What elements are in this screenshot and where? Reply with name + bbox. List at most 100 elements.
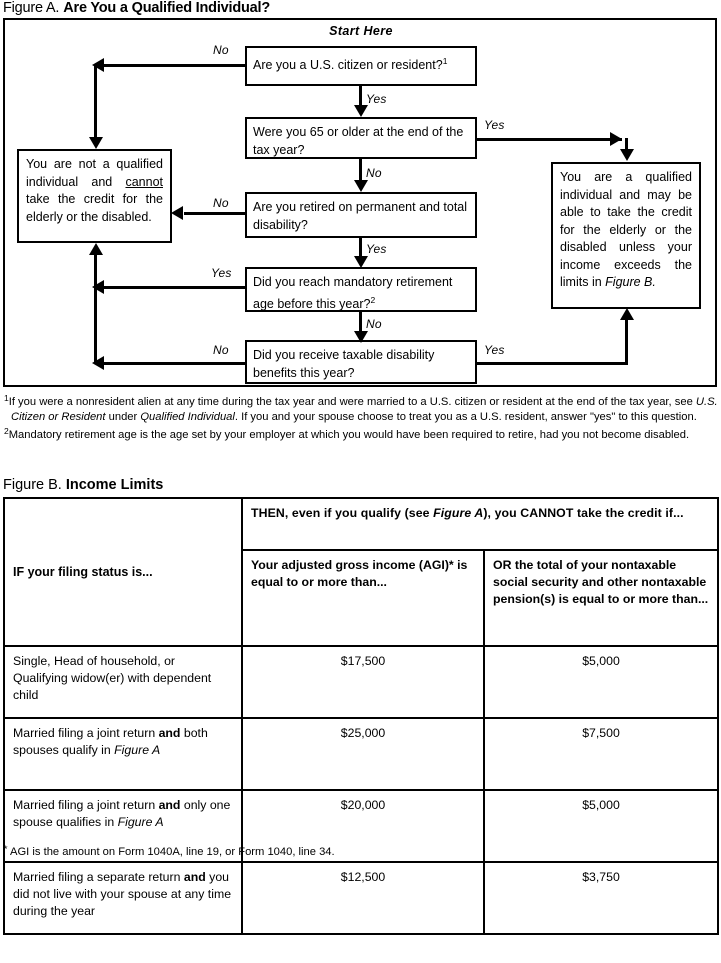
arrowhead-into-not-qualified-right (171, 206, 183, 220)
arrowhead-into-q5 (354, 331, 368, 343)
row-3-status-and: and (158, 798, 181, 812)
figure-a-footnotes: 1If you were a nonresident alien at any … (4, 391, 718, 443)
footnote-1-part1: If you were a nonresident alien at any t… (8, 396, 696, 408)
connector-left-riser (94, 255, 97, 364)
table-header-row-subcolumns: Your adjusted gross income (AGI)* is equ… (4, 549, 720, 647)
edge-label-q4-yes: Yes (211, 266, 232, 280)
arrowhead-into-q3 (354, 180, 368, 192)
row-3-nontaxable-limit: $5,000 (482, 789, 720, 863)
table-header-filing-status: IF your filing status is... (3, 497, 243, 647)
connector-q5-no-horizontal (104, 362, 247, 365)
edge-label-q2-yes: Yes (484, 118, 505, 132)
figure-b-title: Income Limits (65, 477, 164, 493)
edge-label-q1-yes: Yes (366, 92, 387, 106)
question-box-mandatory-retirement: Did you reach mandatory retirement age b… (245, 267, 477, 312)
connector-q5-yes-vertical (625, 320, 628, 362)
row-2-status-post: both spouses qualify in (13, 726, 208, 757)
footnote-1-italic-1: U.S. Citizen or Resident (11, 396, 718, 423)
table-header-agi: Your adjusted gross income (AGI)* is equ… (241, 549, 485, 647)
arrowhead-into-q2 (354, 105, 368, 117)
row-4-status-and: and (183, 870, 206, 884)
income-limits-table: IF your filing status is... THEN, even i… (3, 497, 720, 935)
start-here-label: Start Here (329, 24, 393, 38)
row-3-agi-limit: $20,000 (241, 789, 485, 863)
connector-q3-yes-vertical (359, 238, 362, 258)
connector-q5-yes-horizontal (477, 362, 628, 365)
row-1-nontaxable-limit: $5,000 (482, 645, 720, 719)
row-4-status-post: you did not live with your spouse at any… (13, 870, 232, 918)
arrowhead-q5-no (92, 356, 104, 370)
footnote-marker-1: 1 (442, 56, 448, 66)
footnote-2-marker: 2 (4, 426, 9, 437)
row-2-status-pre: Married filing a joint return (13, 726, 159, 740)
row-2-nontaxable-limit: $7,500 (482, 717, 720, 791)
footnote-marker-2: 2 (370, 295, 376, 305)
row-3-status-post: only one spouse qualifies in (13, 798, 231, 829)
footnote-2-text: Mandatory retirement age is the age set … (8, 429, 690, 442)
question-box-citizen-text: Are you a U.S. citizen or resident? (253, 58, 443, 72)
question-box-disability: Are you retired on permanent and total d… (245, 192, 477, 238)
edge-label-q2-no: No (366, 166, 382, 180)
figure-a-caption: Figure A.Are You a Qualified Individual? (3, 0, 270, 16)
figure-b-footnote-marker: * (4, 844, 8, 854)
footnote-1-part3: . If you and your spouse choose to treat… (234, 410, 697, 423)
row-2-status-and: and (158, 726, 181, 740)
figure-b-footnote-text: AGI is the amount on Form 1040A, line 19… (10, 846, 335, 858)
footnote-1-part2: under (105, 410, 141, 423)
arrowhead-into-not-qualified-top (89, 137, 103, 149)
connector-q1-no-horizontal (104, 64, 247, 67)
arrowhead-into-qualified-top (620, 149, 634, 161)
table-header-then-part2: ), you CANNOT take the credit if... (483, 506, 684, 520)
connector-q3-no-horizontal (184, 212, 247, 215)
table-row: Married filing a separate return and you… (3, 861, 720, 935)
figure-a-frame (3, 18, 717, 387)
outcome-qualified-part1: You are a qualified individual and may b… (560, 170, 692, 289)
connector-q2-no-vertical (359, 159, 362, 181)
figure-b-footnote: * AGI is the amount on Form 1040A, line … (4, 842, 335, 860)
table-header-then-clause: THEN, even if you qualify (see Figure A)… (240, 497, 720, 551)
connector-q2-yes-vertical (625, 138, 628, 151)
outcome-not-qualified-cannot: cannot (125, 174, 163, 189)
footnote-1-italic-2: Qualified Individual (140, 410, 235, 423)
outcome-qualified-figure-ref: Figure B. (605, 275, 656, 289)
figure-a-footnote-1: 1If you were a nonresident alien at any … (4, 391, 718, 424)
table-row: Single, Head of household, or Qualifying… (3, 645, 720, 719)
table-header-nontaxable: OR the total of your nontaxable social s… (482, 549, 720, 647)
row-1-filing-status: Single, Head of household, or Qualifying… (3, 645, 243, 719)
row-3-status-figure-ref: Figure A (117, 815, 164, 829)
arrowhead-into-not-qualified-bottom (89, 243, 103, 255)
edge-label-q1-no: No (213, 43, 229, 57)
connector-q1-yes-vertical (359, 86, 362, 108)
figure-a-label: Figure A. (3, 0, 60, 16)
row-2-filing-status: Married filing a joint return and both s… (3, 717, 243, 791)
outcome-not-qualified-part2: take the credit for the elderly or the d… (26, 192, 163, 224)
footnote-1-marker: 1 (4, 393, 9, 403)
connector-q4-no-vertical (359, 312, 362, 334)
question-box-age65: Were you 65 or older at the end of the t… (245, 117, 477, 159)
connector-q4-yes-horizontal (104, 286, 247, 289)
outcome-not-qualified-part1: You are not a qualified individual and (26, 157, 163, 189)
edge-label-q3-yes: Yes (366, 242, 387, 256)
row-1-agi-limit: $17,500 (241, 645, 485, 719)
arrowhead-into-q4 (354, 256, 368, 268)
outcome-box-qualified: You are a qualified individual and may b… (551, 162, 701, 309)
row-4-agi-limit: $12,500 (241, 861, 485, 935)
table-row: Married filing a joint return and only o… (3, 789, 720, 863)
question-box-citizen: Are you a U.S. citizen or resident?1 (245, 46, 477, 86)
table-header-then-part1: THEN, even if you qualify (see (251, 506, 434, 520)
figure-b-label: Figure B. (3, 477, 62, 493)
figure-a-footnote-2: 2Mandatory retirement age is the age set… (4, 424, 718, 443)
row-4-nontaxable-limit: $3,750 (482, 861, 720, 935)
edge-label-q5-yes: Yes (484, 343, 505, 357)
edge-label-q5-no: No (213, 343, 229, 357)
table-header-then-figure-ref: Figure A (433, 506, 484, 520)
row-2-status-figure-ref: Figure A (114, 743, 161, 757)
connector-q1-no-vertical (94, 64, 97, 140)
edge-label-q4-no: No (366, 317, 382, 331)
question-box-taxable-benefits: Did you receive taxable disability benef… (245, 340, 477, 384)
table-row: Married filing a joint return and both s… (3, 717, 720, 791)
row-4-filing-status: Married filing a separate return and you… (3, 861, 243, 935)
arrowhead-into-qualified-bottom (620, 308, 634, 320)
outcome-box-not-qualified: You are not a qualified individual and c… (17, 149, 172, 243)
row-3-status-pre: Married filing a joint return (13, 798, 159, 812)
